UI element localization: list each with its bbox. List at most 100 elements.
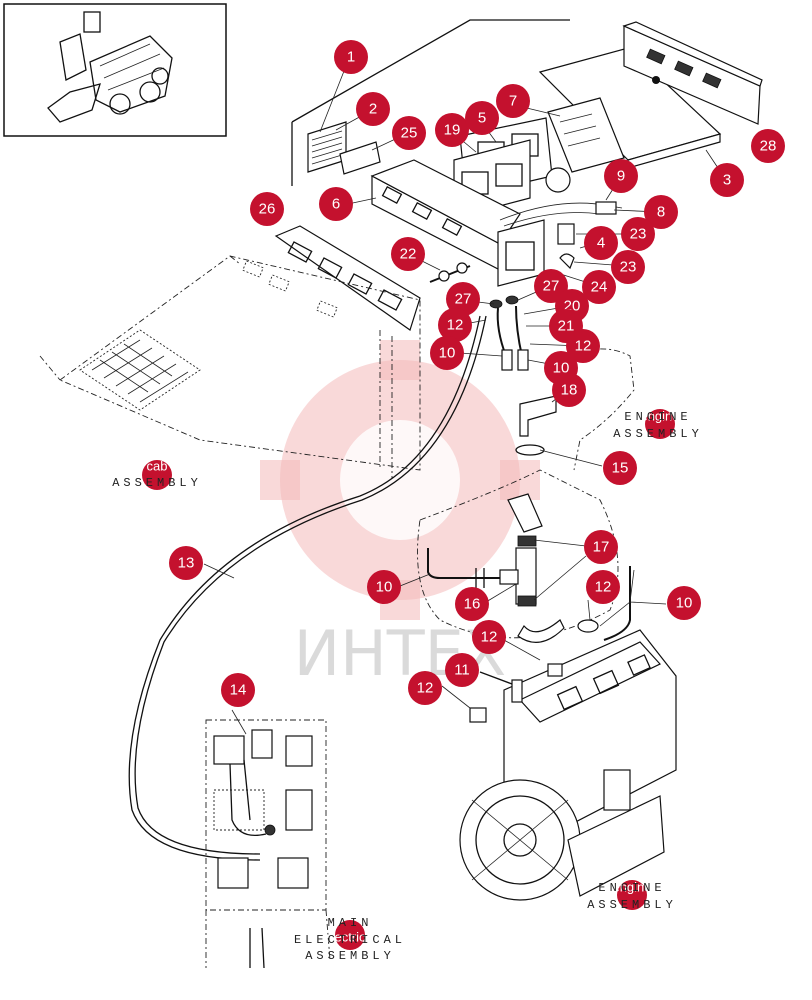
callout-10a: 10	[430, 336, 464, 370]
svg-text:12: 12	[447, 317, 464, 334]
callout-4: 4	[584, 226, 618, 260]
svg-text:27: 27	[455, 291, 472, 308]
cover-leader-line	[291, 19, 570, 186]
callout-3: 3	[710, 163, 744, 197]
clamp-12e	[469, 707, 487, 723]
svg-text:electrical: electrical	[324, 930, 375, 945]
svg-text:25: 25	[401, 125, 418, 142]
callout-25: 25	[392, 116, 426, 150]
svg-text:9: 9	[617, 168, 625, 185]
bracket	[519, 395, 557, 437]
svg-text:26: 26	[259, 201, 276, 218]
elbow-hose	[517, 619, 565, 643]
svg-text:ASSEMBLY: ASSEMBLY	[587, 898, 677, 912]
svg-text:14: 14	[230, 682, 247, 699]
svg-text:24: 24	[591, 279, 608, 296]
callout-12a: 12	[438, 308, 472, 342]
hose-10-right	[603, 566, 631, 641]
svg-text:MAIN: MAIN	[328, 916, 373, 930]
fitting-11	[511, 679, 523, 703]
svg-text:12: 12	[481, 629, 498, 646]
callout-18: 18	[552, 373, 586, 407]
svg-text:10: 10	[376, 579, 393, 596]
hose-10-left	[427, 548, 500, 579]
callout-28: 28	[751, 129, 785, 163]
svg-text:1: 1	[347, 49, 355, 66]
electrical-assembly-label: electrical MAIN ELECTRICAL ASSEMBLY	[294, 916, 402, 963]
engine-assembly-label-bottom: engine ENGINE ASSEMBLY	[587, 880, 677, 913]
svg-text:ASSEMBLY: ASSEMBLY	[305, 949, 395, 963]
callout-23b: 23	[611, 250, 645, 284]
callout-1: 1	[334, 40, 368, 74]
svg-text:27: 27	[543, 278, 560, 295]
svg-text:2: 2	[369, 101, 377, 118]
svg-text:23: 23	[620, 259, 637, 276]
svg-text:18: 18	[561, 382, 578, 399]
svg-text:12: 12	[575, 338, 592, 355]
svg-text:19: 19	[444, 122, 461, 139]
callout-16: 16	[455, 587, 489, 621]
frame-gasket	[274, 225, 421, 331]
callout-12e: 12	[408, 671, 442, 705]
heater-frame	[370, 159, 545, 287]
svg-text:10: 10	[553, 360, 570, 377]
callout-19: 19	[435, 113, 469, 147]
engine-outline-top	[559, 348, 635, 471]
hose-clamp	[515, 444, 545, 456]
top-cover-panel	[538, 21, 763, 169]
callout-10d: 10	[667, 586, 701, 620]
hose-left	[496, 307, 507, 357]
svg-text:ASSEMBLY: ASSEMBLY	[112, 476, 202, 490]
svg-text:10: 10	[676, 595, 693, 612]
svg-text:12: 12	[417, 680, 434, 697]
callout-17: 17	[584, 530, 618, 564]
svg-text:11: 11	[454, 662, 470, 679]
loader-inset	[3, 3, 227, 137]
svg-text:6: 6	[332, 196, 340, 213]
cab-outline	[39, 255, 421, 478]
svg-text:5: 5	[478, 110, 486, 127]
callout-24: 24	[582, 270, 616, 304]
callout-5: 5	[465, 101, 499, 135]
callout-23a: 23	[621, 217, 655, 251]
heater-valve	[429, 262, 471, 283]
vent-grille	[307, 121, 347, 173]
hose-right	[515, 305, 523, 357]
filter-pad	[339, 141, 381, 175]
svg-text:4: 4	[597, 235, 605, 252]
valve-fitting	[557, 223, 575, 245]
clamp-12d	[547, 663, 563, 677]
svg-text:ENGINE: ENGINE	[598, 881, 665, 895]
callout-11: 11	[445, 653, 479, 687]
leader-14	[231, 709, 247, 735]
callout-7: 7	[496, 84, 530, 118]
callout-10c: 10	[367, 570, 401, 604]
callout-15: 15	[603, 451, 637, 485]
svg-text:7: 7	[509, 93, 517, 110]
svg-text:23: 23	[630, 226, 647, 243]
control-module	[547, 97, 625, 173]
svg-text:22: 22	[400, 246, 417, 263]
watermark-gear	[260, 340, 540, 620]
callout-6: 6	[319, 187, 353, 221]
callout-12b: 12	[566, 329, 600, 363]
cable-13	[128, 315, 481, 861]
svg-text:28: 28	[760, 138, 777, 155]
engine-assembly-label-top: engine ENGINE ASSEMBLY	[613, 409, 699, 442]
svg-text:15: 15	[612, 460, 629, 477]
svg-text:cab: cab	[147, 459, 168, 474]
hose-clip	[559, 253, 575, 270]
callout-9: 9	[604, 159, 638, 193]
callout-12c: 12	[586, 570, 620, 604]
svg-text:21: 21	[558, 318, 575, 335]
svg-text:16: 16	[464, 596, 481, 613]
cab-assembly-label: cab ASSEMBLY	[112, 459, 202, 490]
callout-8: 8	[644, 195, 678, 229]
tee-fitting	[499, 493, 543, 607]
callout-2: 2	[356, 92, 390, 126]
svg-text:engine: engine	[612, 880, 651, 895]
callout-14: 14	[221, 673, 255, 707]
callout-26: 26	[250, 192, 284, 226]
svg-text:3: 3	[723, 172, 731, 189]
